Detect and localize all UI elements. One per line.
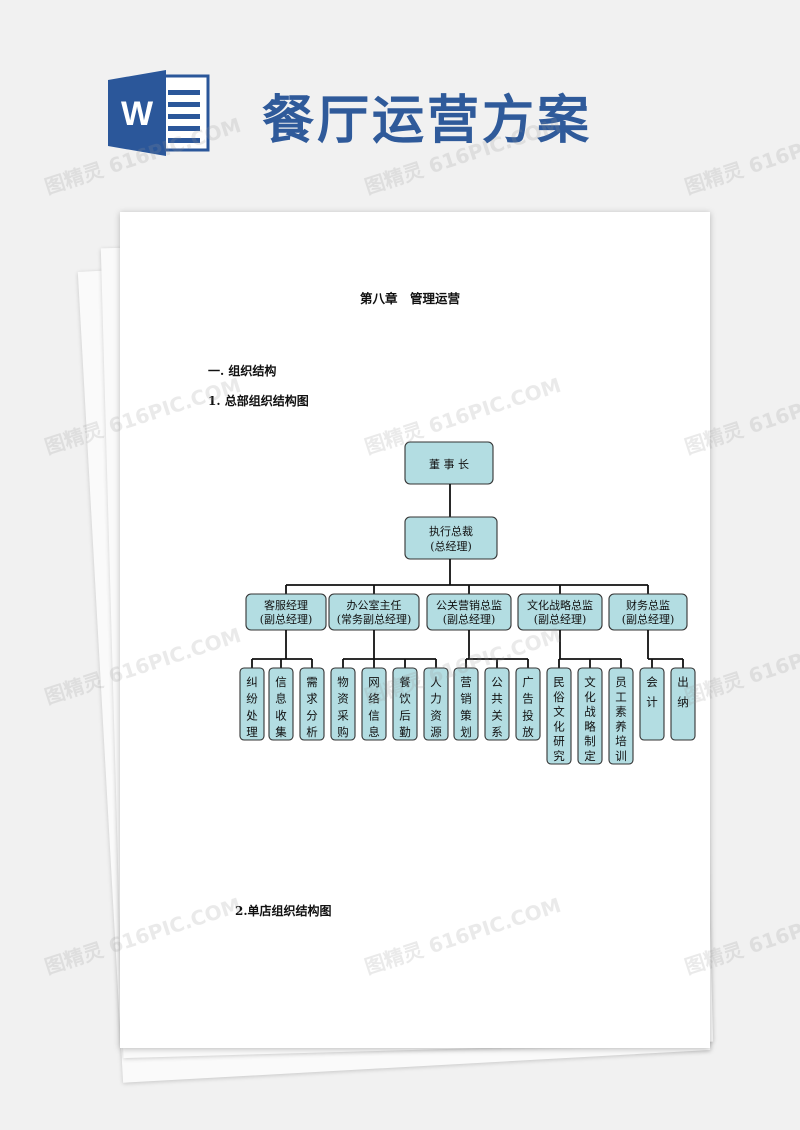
org-box-department-label: 财务总监 [626, 598, 670, 612]
org-box-unit-label: 需求分析 [306, 675, 318, 739]
org-box-unit-label: 营销策划 [460, 675, 472, 739]
org-box-unit-label: 物资采购 [337, 675, 349, 739]
org-box-chairman [404, 441, 494, 485]
org-box-unit [639, 667, 665, 741]
org-box-unit-label: 公共关系 [491, 675, 503, 739]
word-document-icon: W [108, 70, 210, 156]
subsection-heading: 2.单店组织结构图 [235, 904, 332, 918]
org-box-unit-label: 餐饮后勤 [399, 675, 411, 739]
org-box-ceo-label: (总经理) [430, 539, 472, 553]
org-box-unit [577, 667, 603, 765]
org-box-ceo-label: 执行总裁 [429, 524, 473, 538]
org-box-department-label: (副总经理) [443, 612, 496, 626]
org-chart: 董 事 长执行总裁(总经理)客服经理(副总经理)纠纷处理信息收集需求分析办公室主… [239, 441, 696, 765]
org-box-unit-label: 信息收集 [275, 675, 287, 739]
org-box-department-label: (副总经理) [622, 612, 675, 626]
org-box-department-label: (常务副总经理) [337, 612, 412, 626]
org-box-unit-label: 民俗文化研究 [553, 675, 565, 763]
org-box-unit [423, 667, 449, 741]
org-box-unit [453, 667, 479, 741]
org-box-unit [239, 667, 265, 741]
org-box-unit-label: 员工素养培训 [615, 675, 627, 763]
org-box-unit [361, 667, 387, 741]
chapter-title: 第八章 管理运营 [360, 291, 461, 306]
org-box-unit [299, 667, 325, 741]
org-box-department-label: 公关营销总监 [436, 598, 502, 612]
org-box-unit [484, 667, 510, 741]
org-box-department-label: (副总经理) [260, 612, 313, 626]
org-box-unit [268, 667, 294, 741]
org-box-unit-label: 出纳 [677, 675, 689, 709]
org-box-unit [515, 667, 541, 741]
org-box-department-label: (副总经理) [534, 612, 587, 626]
org-box-unit [330, 667, 356, 741]
org-box-chairman-label: 董 事 长 [429, 458, 469, 471]
document-page: 第八章 管理运营 一. 组织结构 1. 总部组织结构图 董 事 长执行总裁(总经… [120, 212, 710, 1048]
org-box-unit [670, 667, 696, 741]
subsection-heading: 1. 总部组织结构图 [208, 394, 309, 408]
org-box-unit-label: 网络信息 [368, 675, 380, 739]
page-title: 餐厅运营方案 [262, 90, 593, 151]
watermark-text: 图精灵 616PIC.COM [681, 112, 800, 199]
org-box-unit [546, 667, 572, 765]
org-box-department-label: 文化战略总监 [527, 598, 593, 612]
word-icon-letter: W [121, 95, 154, 133]
org-box-unit-label: 纠纷处理 [246, 675, 258, 739]
org-box-unit-label: 人力资源 [430, 675, 442, 739]
org-box-unit-label: 广告投放 [522, 675, 534, 739]
org-box-unit [392, 667, 418, 741]
org-box-unit [608, 667, 634, 765]
org-box-department-label: 办公室主任 [347, 598, 402, 612]
org-box-department-label: 客服经理 [264, 598, 308, 612]
org-box-unit-label: 会计 [646, 675, 658, 709]
section-heading: 一. 组织结构 [208, 364, 277, 378]
org-box-ceo [404, 516, 498, 560]
org-box-unit-label: 文化战略制定 [584, 675, 596, 763]
